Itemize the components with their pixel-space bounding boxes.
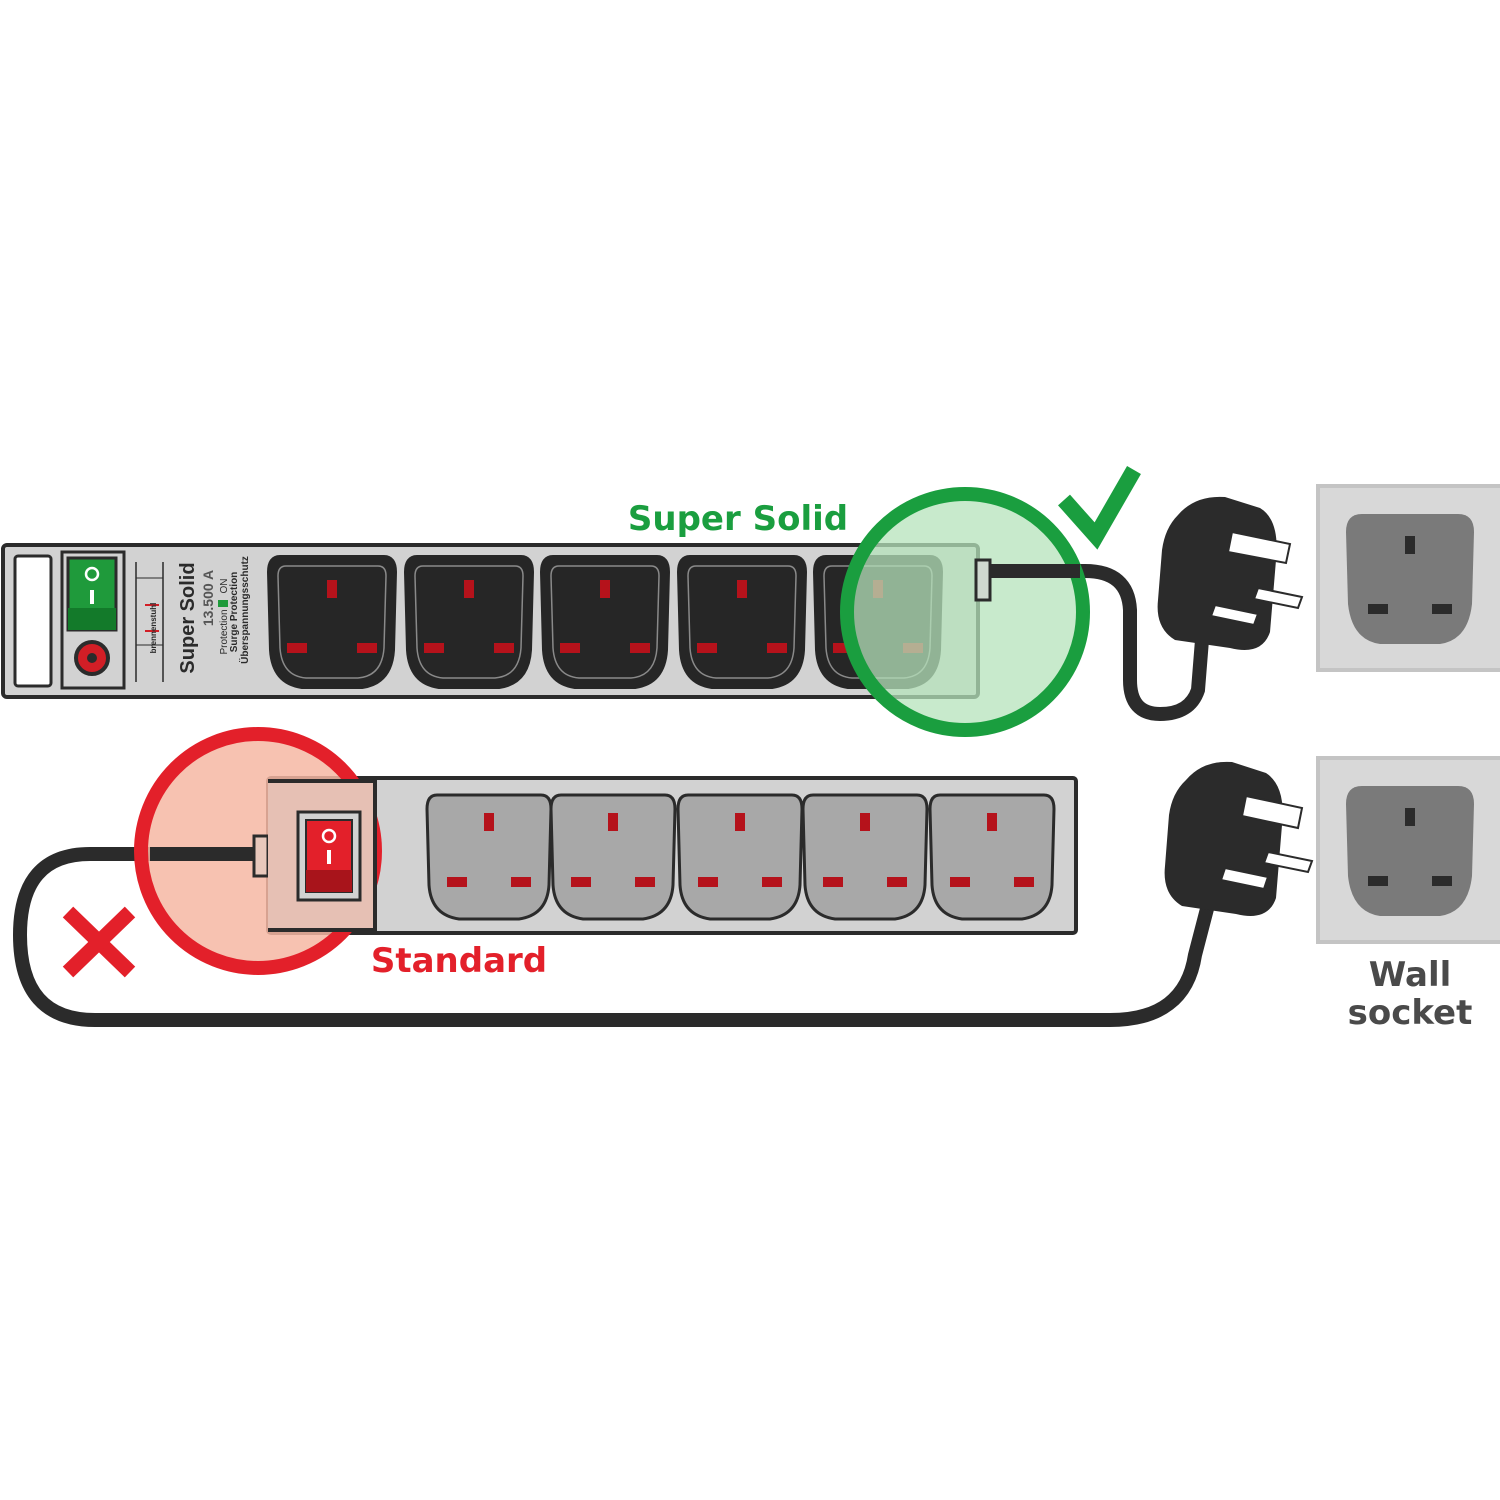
wall-socket-bottom xyxy=(1316,756,1500,944)
wall-socket-label-line1: Wall xyxy=(1369,955,1452,995)
super-solid-outlet-1 xyxy=(270,558,394,686)
super-solid-plug xyxy=(1157,496,1304,650)
standard-outlet-5 xyxy=(928,793,1056,921)
super-solid-outlet-2 xyxy=(407,558,531,686)
reset-button[interactable] xyxy=(74,640,110,676)
super-solid-cable xyxy=(978,564,1209,722)
standard-outlet-2 xyxy=(549,793,677,921)
red-power-switch[interactable] xyxy=(296,810,362,902)
surge-protection-label: Surge Protection xyxy=(229,572,240,653)
green-power-switch[interactable] xyxy=(66,556,118,632)
svg-text:brennenstuhl: brennenstuhl xyxy=(149,603,158,654)
german-surge-label: Überspannungsschutz xyxy=(238,556,251,664)
on-label: ON xyxy=(219,579,230,594)
check-icon xyxy=(1058,466,1141,550)
super-solid-outlet-4 xyxy=(680,558,804,686)
super-solid-highlight-circle xyxy=(840,487,1090,737)
standard-cable xyxy=(12,847,1215,1027)
standard-outlet-3 xyxy=(676,793,804,921)
standard-plug xyxy=(1164,761,1314,916)
brand-logo: brennenstuhl xyxy=(145,603,159,654)
on-indicator xyxy=(218,600,228,607)
end-cap xyxy=(13,554,53,688)
standard-power-strip xyxy=(266,776,1078,935)
protection-label: Protection xyxy=(219,609,230,654)
super-solid-power-strip: brennenstuhl Super Solid 13.500 A Protec… xyxy=(1,543,992,699)
standard-label: Standard xyxy=(371,941,547,981)
cross-icon xyxy=(62,906,136,978)
standard-outlet-4 xyxy=(801,793,929,921)
standard-outlet-1 xyxy=(425,793,553,921)
super-solid-outlet-3 xyxy=(543,558,667,686)
rating-label: 13.500 A xyxy=(200,570,216,626)
product-name-label: Super Solid xyxy=(177,562,199,673)
super-solid-label: Super Solid xyxy=(628,499,848,539)
wall-socket-label-line2: socket xyxy=(1348,993,1473,1033)
wall-socket-top xyxy=(1316,484,1500,672)
